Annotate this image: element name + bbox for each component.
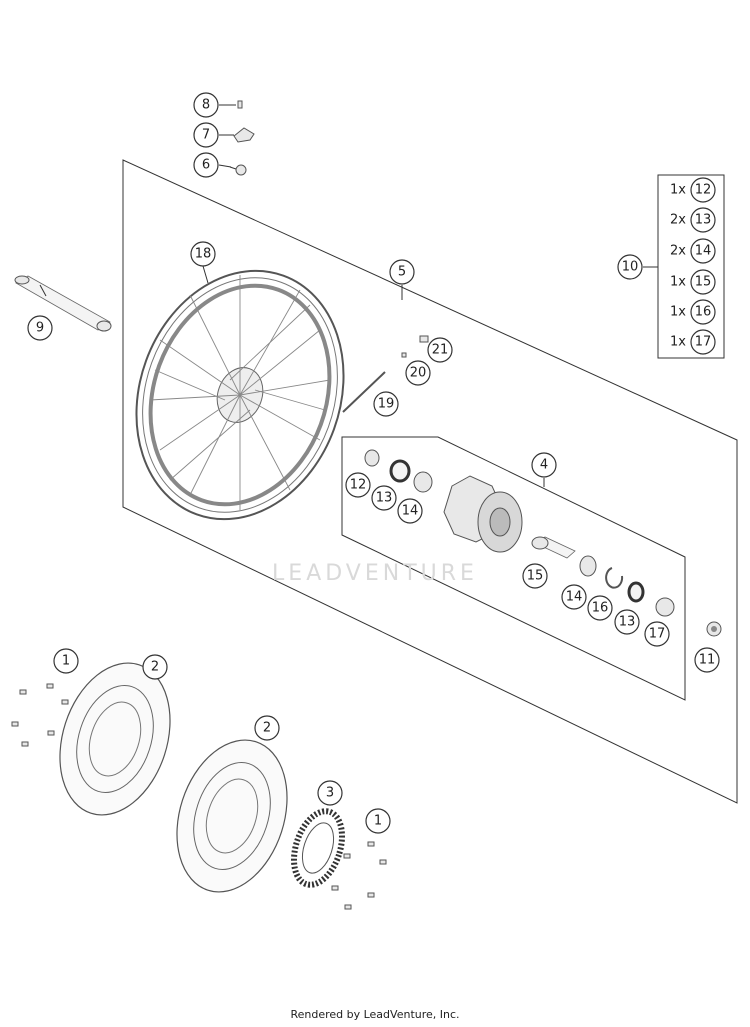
svg-text:4: 4 <box>540 458 548 473</box>
svg-text:10: 10 <box>622 260 639 275</box>
kit-row-1[interactable]: 1x 12 <box>670 177 716 203</box>
callout-14a[interactable]: 14 <box>397 498 423 524</box>
svg-text:1: 1 <box>374 814 382 829</box>
kit-row-6[interactable]: 1x 17 <box>670 329 716 355</box>
kit-row-2[interactable]: 2x 13 <box>670 207 716 233</box>
callout-20[interactable]: 20 <box>405 360 431 386</box>
svg-text:3: 3 <box>326 786 334 801</box>
valve-parts <box>229 100 255 176</box>
hub-parts <box>364 449 675 617</box>
svg-text:11: 11 <box>699 653 716 668</box>
callout-4[interactable]: 4 <box>531 452 557 478</box>
hub-assembly-panel <box>341 436 686 701</box>
watermark-text: LEADVENTURE <box>272 561 478 586</box>
footer-credit: Rendered by LeadVenture, Inc. <box>290 1008 460 1021</box>
callout-12[interactable]: 12 <box>345 472 371 498</box>
wheel-assembly-panel <box>122 159 738 804</box>
kit-box <box>657 174 725 359</box>
callout-18[interactable]: 18 <box>190 241 216 267</box>
svg-text:1x: 1x <box>670 275 686 290</box>
svg-text:8: 8 <box>202 98 210 113</box>
axle-part <box>14 275 112 332</box>
svg-text:7: 7 <box>202 128 210 143</box>
kit-row-3[interactable]: 2x 14 <box>670 238 716 264</box>
svg-text:14: 14 <box>695 244 712 259</box>
callout-11[interactable]: 11 <box>694 647 720 673</box>
brake-disc-right <box>176 739 288 893</box>
callout-2a[interactable]: 2 <box>142 654 168 680</box>
svg-text:12: 12 <box>350 478 367 493</box>
callout-21[interactable]: 21 <box>427 337 453 363</box>
svg-text:14: 14 <box>402 504 419 519</box>
screws-left <box>11 683 69 747</box>
callout-1a[interactable]: 1 <box>53 648 79 674</box>
callout-19[interactable]: 19 <box>373 391 399 417</box>
kit-row-5[interactable]: 1x 16 <box>670 299 716 325</box>
callout-6[interactable]: 6 <box>193 152 219 178</box>
svg-text:19: 19 <box>378 397 395 412</box>
svg-text:17: 17 <box>695 335 712 350</box>
svg-text:14: 14 <box>566 590 583 605</box>
screws-right <box>331 841 387 910</box>
svg-text:13: 13 <box>695 213 712 228</box>
svg-text:18: 18 <box>195 247 212 262</box>
svg-text:1x: 1x <box>670 335 686 350</box>
svg-text:12: 12 <box>695 183 712 198</box>
wheel-rim-part <box>135 269 345 521</box>
spacer-part <box>706 621 722 637</box>
callout-17[interactable]: 17 <box>644 621 670 647</box>
kit-row-4[interactable]: 1x 15 <box>670 269 716 295</box>
svg-text:16: 16 <box>695 305 712 320</box>
svg-text:21: 21 <box>432 343 449 358</box>
callout-10[interactable]: 10 <box>617 254 643 280</box>
svg-text:5: 5 <box>398 265 406 280</box>
svg-text:17: 17 <box>649 627 666 642</box>
callout-1b[interactable]: 1 <box>365 808 391 834</box>
svg-text:9: 9 <box>36 321 44 336</box>
callout-8[interactable]: 8 <box>193 92 219 118</box>
brake-disc-left <box>59 662 171 816</box>
callout-2b[interactable]: 2 <box>254 715 280 741</box>
svg-text:15: 15 <box>695 275 712 290</box>
svg-text:13: 13 <box>376 491 393 506</box>
callout-14b[interactable]: 14 <box>561 584 587 610</box>
svg-text:1x: 1x <box>670 305 686 320</box>
svg-text:20: 20 <box>410 366 427 381</box>
callout-13a[interactable]: 13 <box>371 485 397 511</box>
callout-5[interactable]: 5 <box>389 259 415 285</box>
callout-15[interactable]: 15 <box>522 563 548 589</box>
svg-text:15: 15 <box>527 569 544 584</box>
svg-text:2: 2 <box>151 660 159 675</box>
callout-16[interactable]: 16 <box>587 595 613 621</box>
svg-text:2x: 2x <box>670 213 686 228</box>
svg-text:13: 13 <box>619 615 636 630</box>
callout-13b[interactable]: 13 <box>614 609 640 635</box>
callout-3[interactable]: 3 <box>317 780 343 806</box>
svg-text:1: 1 <box>62 654 70 669</box>
sensor-ring-part <box>291 808 345 888</box>
callout-7[interactable]: 7 <box>193 122 219 148</box>
callout-9[interactable]: 9 <box>27 315 53 341</box>
svg-text:2x: 2x <box>670 244 686 259</box>
svg-text:1x: 1x <box>670 183 686 198</box>
spoke-part <box>342 335 429 413</box>
svg-text:6: 6 <box>202 158 210 173</box>
svg-text:16: 16 <box>592 601 609 616</box>
svg-text:2: 2 <box>263 721 271 736</box>
leader-lines <box>202 104 659 487</box>
